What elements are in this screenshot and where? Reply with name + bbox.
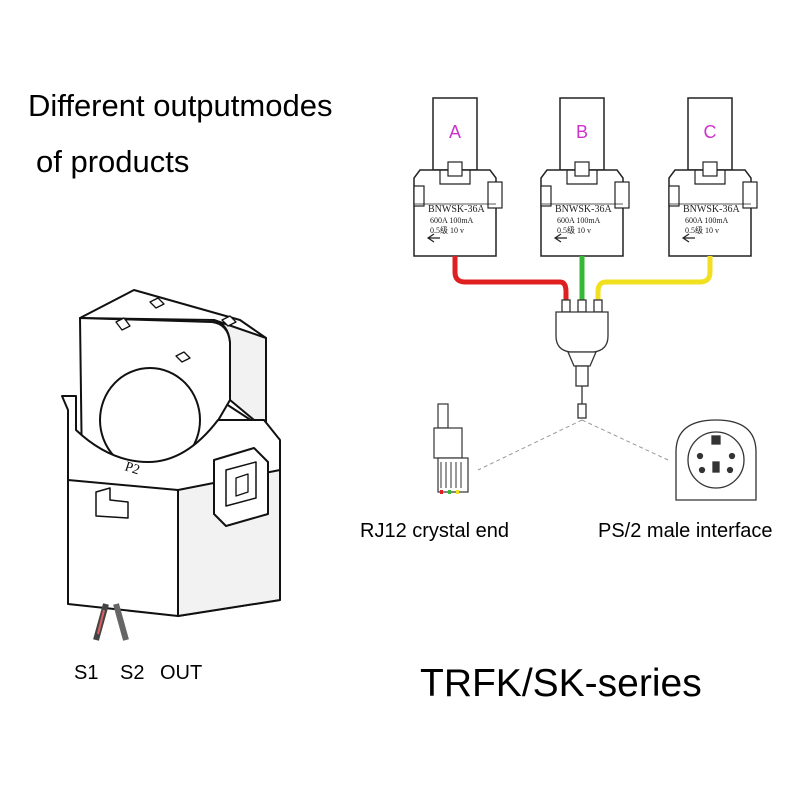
- rj12-connector: [433, 403, 469, 494]
- cable-splitter: [555, 299, 609, 419]
- sensor-c: C BNWSK-36A 600A 100mA 0.5级 10 v: [668, 97, 758, 257]
- sensor-c-spec1: 600A 100mA: [685, 216, 729, 225]
- lead-s1-label: S1: [74, 662, 99, 684]
- headline: Different outputmodes of products: [28, 78, 332, 190]
- sensor-c-spec2: 0.5级 10 v: [685, 225, 719, 235]
- sensor-b-letter: B: [576, 122, 588, 142]
- sensor-b-spec1: 600A 100mA: [557, 216, 601, 225]
- branch-lines: [477, 419, 669, 471]
- headline-line-1: Different outputmodes: [28, 88, 333, 123]
- sensor-b-model: BNWSK-36A: [555, 204, 612, 215]
- lead-s2-label: S2: [120, 662, 145, 684]
- sensor-c-letter: C: [704, 122, 717, 142]
- ps2-connector: [675, 419, 757, 501]
- rj12-label: RJ12 crystal end: [360, 520, 509, 542]
- lead-out-label: OUT: [160, 662, 203, 684]
- ct-marking: P2: [123, 460, 142, 479]
- sensor-a-letter: A: [449, 122, 461, 142]
- sensor-a-spec1: 600A 100mA: [430, 216, 474, 225]
- wire-c-yellow: [595, 256, 713, 304]
- ps2-label: PS/2 male interface: [598, 520, 773, 542]
- series-title: TRFK/SK-series: [420, 662, 702, 705]
- sensor-b-spec2: 0.5级 10 v: [557, 225, 591, 235]
- sensor-a-model: BNWSK-36A: [428, 204, 485, 215]
- large-ct-sensor: [61, 289, 281, 641]
- headline-line-2: of products: [36, 144, 190, 179]
- sensor-c-model: BNWSK-36A: [683, 204, 740, 215]
- sensor-b: B BNWSK-36A 600A 100mA 0.5级 10 v: [540, 97, 630, 257]
- sensor-a-spec2: 0.5级 10 v: [430, 225, 464, 235]
- sensor-a: A BNWSK-36A 600A 100mA 0.5级 10 v: [413, 97, 503, 257]
- wire-a-red: [452, 256, 569, 304]
